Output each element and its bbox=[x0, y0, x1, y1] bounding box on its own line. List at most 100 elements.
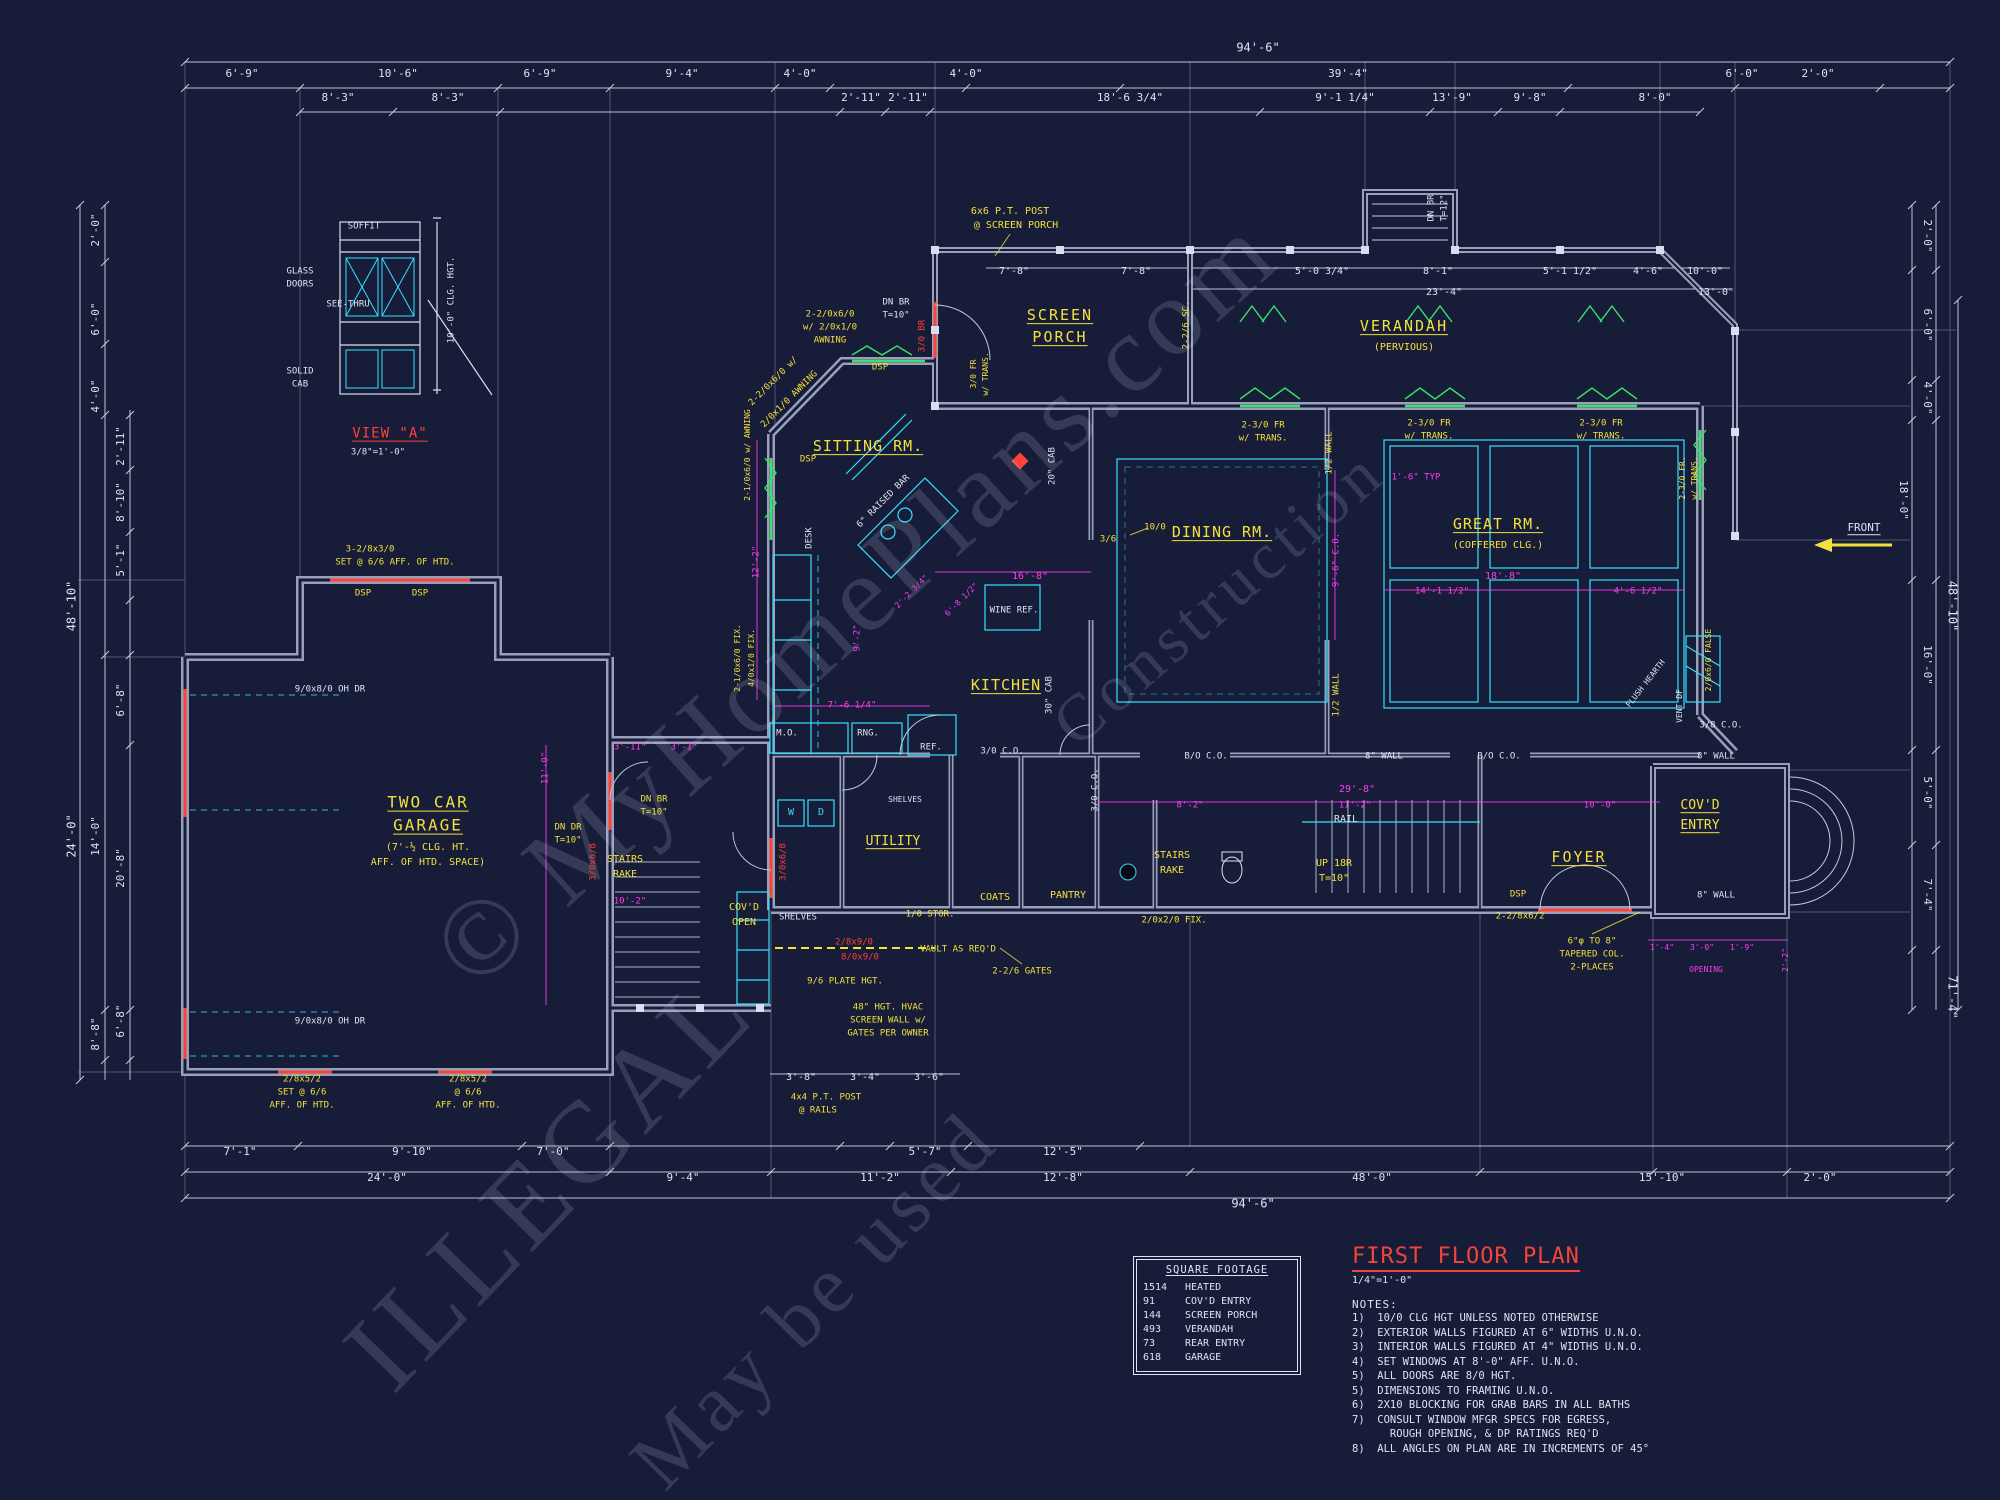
sqft-label: SCREEN PORCH bbox=[1185, 1310, 1258, 1321]
plan-label: 11'-2" bbox=[860, 1171, 900, 1185]
plan-label: 24'-0" bbox=[64, 814, 79, 858]
plan-label: SOLID bbox=[286, 366, 314, 377]
sqft-value: 493 bbox=[1143, 1324, 1162, 1335]
plan-label: 16'-0" bbox=[1920, 645, 1934, 685]
plan-label: 7'-0" bbox=[536, 1145, 570, 1159]
plan-label: AFF. OF HTD. bbox=[269, 1100, 335, 1111]
plan-label: T=10" bbox=[882, 310, 910, 321]
plan-label: 7'-8" bbox=[998, 265, 1030, 277]
plan-label: 6'-0" bbox=[89, 302, 103, 336]
plan-label: STAIRS bbox=[606, 853, 644, 865]
plan-label: 3/0 C.O. bbox=[1090, 768, 1101, 812]
plan-label: 3'-6" bbox=[913, 1071, 945, 1083]
plan-label: COATS bbox=[979, 891, 1011, 903]
plan-label: DESK bbox=[804, 527, 815, 549]
leader-lines bbox=[994, 233, 1641, 965]
sqft-value: 73 bbox=[1143, 1338, 1156, 1349]
square-footage-row: 493 VERANDAH bbox=[1143, 1323, 1291, 1337]
plan-label: 7'-4" bbox=[1920, 878, 1934, 912]
plan-label: 3/0x6/8 bbox=[588, 843, 599, 881]
plan-label: 2/8x5/2 bbox=[283, 1074, 321, 1085]
plan-label: 14'-1 1/2" bbox=[1414, 586, 1470, 597]
plan-label: CAB bbox=[291, 379, 309, 390]
plan-label: 5'-1 1/2" bbox=[1542, 265, 1598, 277]
plan-label: 8'-3" bbox=[321, 91, 355, 105]
plan-title: FIRST FLOOR PLAN bbox=[1352, 1244, 1580, 1272]
plan-label: 10'-0" bbox=[1583, 800, 1617, 811]
plan-label: 10'-6" bbox=[378, 67, 418, 81]
plan-label: 2-3/0 FR bbox=[1407, 418, 1451, 429]
plan-label: DN BR bbox=[1426, 194, 1437, 222]
plan-label: DSP bbox=[871, 362, 889, 373]
door-swings bbox=[609, 203, 1855, 911]
note-line: 1) 10/0 CLG HGT UNLESS NOTED OTHERWISE bbox=[1352, 1312, 1599, 1324]
room-label-screen-porch: SCREEN bbox=[1026, 306, 1094, 325]
plan-scale: 1/4"=1'-0" bbox=[1352, 1275, 1413, 1286]
plan-label: RAIL bbox=[1333, 813, 1359, 825]
plan-label: 20'-8" bbox=[114, 848, 128, 888]
plan-label: 8'-0" bbox=[1638, 91, 1672, 105]
plan-label: VENT DF bbox=[1674, 689, 1684, 723]
toilet-icon bbox=[1221, 856, 1243, 884]
plan-label: OPENING bbox=[1689, 964, 1723, 974]
interior-dim-lines bbox=[545, 440, 1788, 1005]
plan-label: 3'-0" bbox=[1689, 942, 1715, 952]
plan-label: 15'-10" bbox=[1638, 1171, 1686, 1185]
plan-label: (PERVIOUS) bbox=[1373, 341, 1435, 353]
plan-label: 10/0 bbox=[1144, 522, 1166, 533]
plan-label: 10'-0" CLG. HGT. bbox=[446, 256, 457, 344]
plan-label: GLASS bbox=[286, 266, 314, 277]
plan-label: SOFFIT bbox=[347, 221, 381, 232]
plan-label: 3'-1" bbox=[670, 742, 698, 753]
plan-label: 5'-0 3/4" bbox=[1294, 265, 1350, 277]
plan-label: 18'-6 3/4" bbox=[1096, 91, 1164, 105]
plan-label: 9/0x8/0 OH DR bbox=[294, 684, 366, 695]
plan-label: 2-3/0 FR bbox=[1579, 418, 1623, 429]
plan-label: RAKE bbox=[612, 868, 638, 880]
plan-label: 2-3/0 FR bbox=[1241, 420, 1285, 431]
extension-lines bbox=[78, 62, 1956, 1198]
plan-label: 6'-9" bbox=[523, 67, 557, 81]
plan-label: 8'-8" bbox=[89, 1017, 103, 1051]
plan-label: w/ TRANS. bbox=[980, 352, 990, 396]
plan-label: 6x6 P.T. POST bbox=[970, 205, 1050, 217]
note-line: 7) CONSULT WINDOW MFGR SPECS FOR EGRESS, bbox=[1352, 1413, 1612, 1426]
plan-label: 3/0 BR bbox=[917, 319, 928, 353]
plan-label: STAIRS bbox=[1153, 849, 1191, 861]
plan-label: 8'-2" bbox=[1176, 800, 1204, 811]
sqft-label: VERANDAH bbox=[1185, 1324, 1234, 1335]
plan-label: SHELVES bbox=[779, 912, 817, 923]
note-line: 2) EXTERIOR WALLS FIGURED AT 6" WIDTHS U… bbox=[1352, 1326, 1643, 1339]
plan-label: B/O C.O. bbox=[1184, 751, 1228, 762]
plan-label: 4'-6" bbox=[1632, 265, 1664, 277]
plan-label: SHELVES bbox=[888, 794, 922, 804]
plan-label: 8" WALL bbox=[1697, 751, 1735, 762]
plan-label: SET @ 6/6 bbox=[277, 1087, 327, 1098]
plan-label: RNG. bbox=[857, 728, 879, 739]
view-a-detail bbox=[339, 217, 493, 396]
plan-label: 2'-11" bbox=[114, 426, 128, 466]
plan-label: 6'-8" bbox=[114, 1004, 128, 1038]
plan-label: 9/6 PLATE HGT. bbox=[807, 976, 883, 987]
room-label-covd-entry: COV'D bbox=[1680, 798, 1720, 814]
plan-label: 6'-0" bbox=[1920, 308, 1934, 342]
plan-label: 39'-4" bbox=[1328, 67, 1368, 81]
plan-label: 3/6 bbox=[1099, 534, 1117, 545]
plan-label: 2-1/0x6/0 w/ AWNING bbox=[742, 409, 752, 501]
plan-label: UP 18R bbox=[1315, 857, 1353, 869]
plan-label: 3/8"=1'-0" bbox=[350, 447, 406, 458]
plan-label: DSP bbox=[354, 588, 372, 599]
square-footage-header: SQUARE FOOTAGE bbox=[1165, 1264, 1269, 1276]
plan-label: 12'-2" bbox=[751, 545, 762, 579]
plan-label: 12'-8" bbox=[1043, 1171, 1083, 1185]
plan-label: T=10" bbox=[1318, 872, 1350, 884]
plan-label: 4'-0" bbox=[783, 67, 817, 81]
plan-label: 2/0x2/0 FIX. bbox=[1141, 915, 1207, 926]
plan-label: SCREEN WALL w/ bbox=[850, 1015, 926, 1026]
plan-label: @ 6/6 bbox=[454, 1087, 482, 1098]
note-line: 5) ALL DOORS ARE 8/0 HGT. bbox=[1352, 1370, 1517, 1382]
room-label-foyer: FOYER bbox=[1551, 848, 1607, 867]
note-line: 5) DIMENSIONS TO FRAMING U.N.O. bbox=[1352, 1384, 1555, 1397]
sqft-value: 91 bbox=[1143, 1296, 1156, 1307]
porch-posts bbox=[931, 246, 1739, 540]
